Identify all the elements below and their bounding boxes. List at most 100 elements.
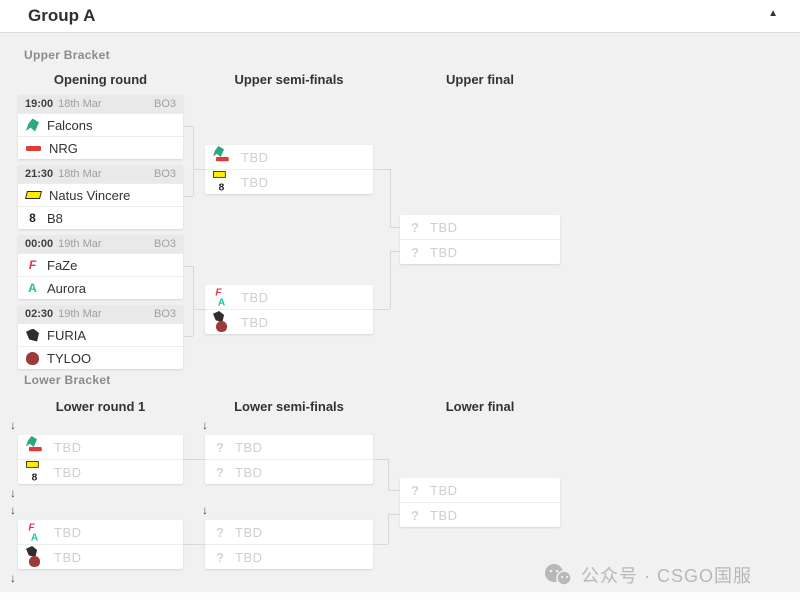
drop-to-lower-arrow-icon: ↓	[10, 418, 16, 432]
unknown-team-icon: ?	[216, 524, 224, 540]
team-row[interactable]: Natus Vincere	[18, 183, 183, 206]
unknown-team-icon: ?	[216, 439, 224, 455]
faze-logo: F	[28, 520, 35, 533]
column-header-lower-round-1: Lower round 1	[55, 399, 146, 414]
tbd-label: TBD	[235, 464, 263, 480]
upper-bracket-label: Upper Bracket	[24, 48, 110, 62]
tyloo-logo	[29, 556, 41, 568]
tbd-slot: ? TBD	[400, 478, 560, 502]
lower-bracket-label: Lower Bracket	[24, 373, 111, 387]
tbd-label: TBD	[54, 524, 82, 540]
bracket-connector	[183, 544, 205, 545]
tbd-label: TBD	[241, 314, 269, 330]
team-row[interactable]: A Aurora	[18, 276, 183, 299]
tbd-slot: ? TBD	[205, 544, 373, 569]
tbd-label: TBD	[430, 244, 458, 260]
candidate-logos	[213, 311, 233, 333]
match-card-lower-semifinal[interactable]: ? TBD ? TBD	[205, 520, 373, 569]
column-header-lower-final: Lower final	[445, 399, 515, 414]
team-row[interactable]: NRG	[18, 136, 183, 159]
nrg-logo	[29, 447, 42, 452]
match-card[interactable]: 21:30 18th Mar BO3 Natus Vincere 8 B8	[18, 165, 183, 229]
bracket-connector	[183, 126, 193, 127]
team-name: NRG	[49, 140, 78, 156]
natus-vincere-logo	[213, 171, 226, 178]
team-row[interactable]: TYLOO	[18, 346, 183, 369]
unknown-team-icon: ?	[216, 549, 224, 565]
tbd-slot: ? TBD	[205, 459, 373, 484]
team-name: B8	[47, 210, 63, 226]
collapse-arrow-icon[interactable]: ▲	[768, 8, 778, 19]
match-time: 19:00	[25, 98, 54, 110]
tbd-label: TBD	[54, 464, 82, 480]
natus-vincere-logo	[26, 461, 39, 468]
furia-logo	[26, 328, 39, 342]
footer-strip	[0, 592, 800, 600]
bracket-connector	[373, 459, 388, 460]
bracket-connector	[388, 514, 400, 515]
match-card-lower-semifinal[interactable]: ? TBD ? TBD	[205, 435, 373, 484]
drop-to-lower-arrow-icon: ↓	[202, 503, 208, 517]
drop-to-lower-arrow-icon: ↓	[10, 486, 16, 500]
tbd-label: TBD	[430, 219, 458, 235]
bracket-connector	[388, 514, 389, 544]
candidate-logos	[26, 436, 46, 458]
tbd-slot: ? TBD	[205, 435, 373, 459]
match-card-upper-semifinal[interactable]: F A TBD TBD	[205, 285, 373, 334]
bracket-connector	[388, 459, 389, 490]
match-date: 19th Mar	[58, 238, 102, 250]
tbd-slot: F A TBD	[205, 285, 373, 309]
match-card[interactable]: 02:30 19th Mar BO3 FURIA TYLOO	[18, 305, 183, 369]
bracket-connector	[390, 251, 391, 309]
unknown-team-icon: ?	[411, 219, 419, 235]
match-time: 21:30	[25, 168, 54, 180]
match-card-upper-semifinal[interactable]: TBD 8 TBD	[205, 145, 373, 194]
tbd-slot: 8 TBD	[205, 169, 373, 194]
candidate-logos: F A	[213, 286, 233, 308]
team-name: FURIA	[47, 327, 86, 343]
match-time: 02:30	[25, 308, 54, 320]
tbd-slot: F A TBD	[18, 520, 183, 544]
team-row[interactable]: Falcons	[18, 113, 183, 136]
tbd-label: TBD	[430, 482, 458, 498]
nrg-logo	[26, 146, 41, 151]
falcons-logo	[26, 118, 39, 132]
bracket-connector	[193, 266, 194, 336]
tbd-label: TBD	[235, 439, 263, 455]
tbd-slot: ? TBD	[400, 502, 560, 527]
aurora-logo: A	[28, 281, 37, 295]
match-card[interactable]: 00:00 19th Mar BO3 F FaZe A Aurora	[18, 235, 183, 299]
match-card-lower-round1[interactable]: TBD 8 TBD	[18, 435, 183, 484]
aurora-logo: A	[217, 295, 226, 308]
unknown-team-icon: ?	[411, 507, 419, 523]
bracket-connector	[390, 169, 391, 227]
unknown-team-icon: ?	[216, 464, 224, 480]
tbd-slot: 8 TBD	[18, 459, 183, 484]
match-card[interactable]: 19:00 18th Mar BO3 Falcons NRG	[18, 95, 183, 159]
match-header: 00:00 19th Mar BO3	[18, 235, 183, 253]
match-card-lower-final[interactable]: ? TBD ? TBD	[400, 478, 560, 527]
falcons-logo	[213, 146, 225, 158]
tbd-slot: ? TBD	[205, 520, 373, 544]
team-row[interactable]: 8 B8	[18, 206, 183, 229]
tbd-label: TBD	[241, 174, 269, 190]
column-header-upper-semi-finals: Upper semi-finals	[234, 72, 344, 87]
match-date: 18th Mar	[58, 98, 102, 110]
bracket-connector	[183, 266, 193, 267]
team-row[interactable]: FURIA	[18, 323, 183, 346]
group-title: Group A	[28, 6, 96, 25]
group-header[interactable]: Group A ▲	[0, 0, 800, 33]
furia-logo	[213, 311, 225, 323]
falcons-logo	[26, 436, 38, 448]
match-format: BO3	[153, 238, 176, 250]
team-row[interactable]: F FaZe	[18, 253, 183, 276]
match-card-upper-final[interactable]: ? TBD ? TBD	[400, 215, 560, 264]
bracket-connector	[193, 169, 205, 170]
tyloo-logo	[26, 351, 39, 365]
bracket-connector	[373, 169, 390, 170]
bracket-connector	[183, 196, 193, 197]
watermark: 公众号 · CSGO国服	[543, 562, 752, 588]
candidate-logos	[213, 146, 233, 168]
match-card-lower-round1[interactable]: F A TBD TBD	[18, 520, 183, 569]
